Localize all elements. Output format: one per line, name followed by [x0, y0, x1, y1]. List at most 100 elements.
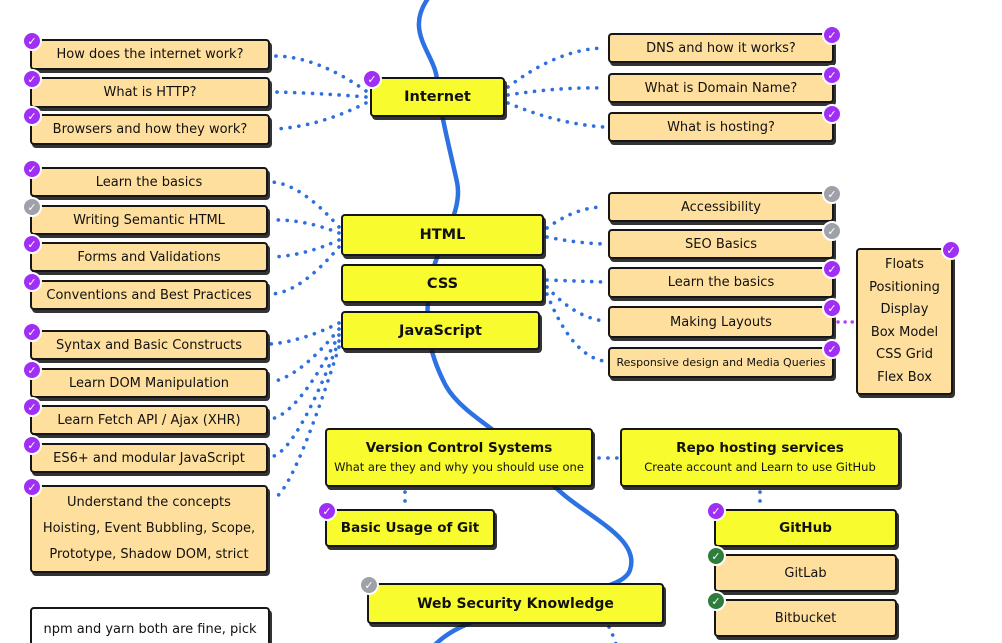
node-label: CSS	[426, 275, 459, 292]
node-label: SEO Basics	[684, 236, 758, 252]
node-label: Syntax and Basic Constructs	[56, 337, 242, 353]
check-badge-icon[interactable]	[22, 397, 42, 417]
node-basic-usage-of-git[interactable]: Basic Usage of Git	[317, 501, 495, 547]
node-what-is-hosting[interactable]: What is hosting?	[608, 104, 842, 142]
concept-flex-box: Flex Box	[877, 369, 932, 385]
node-label: Conventions and Best Practices	[46, 287, 252, 303]
check-badge-icon[interactable]	[22, 31, 42, 51]
check-badge-icon[interactable]	[822, 339, 842, 359]
check-badge-icon[interactable]	[941, 240, 961, 260]
node-repo-hosting-services[interactable]: Repo hosting services Create account and…	[620, 428, 900, 487]
node-title: Repo hosting services	[676, 439, 844, 456]
node-label: Learn the basics	[667, 275, 775, 290]
node-label: HTML	[419, 227, 466, 243]
node-label: Learn the basics	[95, 174, 203, 190]
check-badge-icon[interactable]	[822, 104, 842, 124]
node-label: Accessibility	[681, 199, 761, 215]
check-badge-icon[interactable]	[822, 25, 842, 45]
node-label: npm and yarn both are fine, pick	[43, 622, 257, 637]
node-label: GitHub	[779, 520, 832, 536]
check-badge-icon[interactable]	[822, 298, 842, 318]
node-label: Internet	[404, 89, 471, 105]
node-forms-and-validations[interactable]: Forms and Validations	[22, 234, 268, 272]
node-label: Forms and Validations	[77, 249, 221, 265]
node-label: Making Layouts	[670, 314, 772, 330]
node-accessibility[interactable]: Accessibility	[608, 184, 842, 222]
node-label: Web Security Knowledge	[417, 595, 614, 612]
node-web-security-knowledge[interactable]: Web Security Knowledge	[359, 575, 664, 624]
node-label: Responsive design and Media Queries	[616, 356, 826, 369]
node-what-is-domain-name[interactable]: What is Domain Name?	[608, 65, 842, 103]
node-learn-the-basics-html[interactable]: Learn the basics	[22, 159, 268, 197]
node-making-layouts[interactable]: Making Layouts	[608, 298, 842, 338]
check-badge-icon[interactable]	[22, 322, 42, 342]
concept-css-grid: CSS Grid	[876, 347, 933, 362]
check-badge-icon[interactable]	[706, 546, 726, 566]
node-css[interactable]: CSS	[341, 264, 544, 303]
check-badge-icon[interactable]	[22, 360, 42, 380]
node-label: JavaScript	[399, 322, 482, 339]
node-learn-fetch-api-ajax[interactable]: Learn Fetch API / Ajax (XHR)	[22, 397, 268, 435]
node-learn-dom-manipulation[interactable]: Learn DOM Manipulation	[22, 360, 268, 398]
node-gitlab[interactable]: GitLab	[706, 546, 897, 592]
concept-floats: Floats	[885, 257, 924, 272]
node-es6-modular-javascript[interactable]: ES6+ and modular JavaScript	[22, 435, 268, 473]
understand-line-2: Hoisting, Event Bubbling, Scope,	[42, 521, 256, 536]
check-badge-icon[interactable]	[822, 259, 842, 279]
check-badge-icon[interactable]	[359, 575, 379, 595]
node-title: Version Control Systems	[365, 439, 553, 456]
node-javascript[interactable]: JavaScript	[341, 311, 540, 350]
check-badge-icon[interactable]	[362, 69, 382, 89]
node-label: Learn Fetch API / Ajax (XHR)	[57, 412, 241, 428]
understand-line-1: Understand the concepts	[67, 495, 231, 510]
check-badge-icon[interactable]	[22, 159, 42, 179]
check-badge-icon[interactable]	[22, 106, 42, 126]
node-responsive-design-media-queries[interactable]: Responsive design and Media Queries	[608, 339, 842, 378]
node-css-layout-concepts[interactable]: Floats Positioning Display Box Model CSS…	[856, 240, 961, 395]
node-label: GitLab	[784, 565, 827, 581]
node-version-control-systems[interactable]: Version Control Systems What are they an…	[325, 428, 593, 487]
check-badge-icon[interactable]	[822, 184, 842, 204]
node-label: What is HTTP?	[103, 85, 197, 100]
node-label: ES6+ and modular JavaScript	[53, 450, 245, 466]
node-subtitle: What are they and why you should use one	[334, 460, 584, 475]
check-badge-icon[interactable]	[22, 197, 42, 217]
check-badge-icon[interactable]	[822, 221, 842, 241]
node-label: What is hosting?	[667, 119, 775, 135]
node-label: Learn DOM Manipulation	[68, 375, 230, 391]
node-label: Bitbucket	[774, 610, 837, 626]
node-writing-semantic-html[interactable]: Writing Semantic HTML	[22, 197, 268, 235]
node-label: What is Domain Name?	[644, 80, 798, 96]
node-understand-the-concepts[interactable]: Understand the concepts Hoisting, Event …	[22, 477, 268, 573]
node-conventions-best-practices[interactable]: Conventions and Best Practices	[22, 272, 268, 310]
node-label: DNS and how it works?	[646, 40, 796, 56]
check-badge-icon[interactable]	[22, 69, 42, 89]
check-badge-icon[interactable]	[22, 234, 42, 254]
node-what-is-http[interactable]: What is HTTP?	[22, 69, 270, 108]
check-badge-icon[interactable]	[822, 65, 842, 85]
check-badge-icon[interactable]	[22, 477, 42, 497]
node-bitbucket[interactable]: Bitbucket	[706, 591, 897, 637]
node-learn-the-basics-css[interactable]: Learn the basics	[608, 259, 842, 298]
understand-line-3: Prototype, Shadow DOM, strict	[49, 547, 249, 562]
node-browsers-how-they-work[interactable]: Browsers and how they work?	[22, 106, 270, 145]
node-github[interactable]: GitHub	[706, 501, 897, 547]
check-badge-icon[interactable]	[706, 501, 726, 521]
node-internet[interactable]: Internet	[362, 69, 505, 117]
node-dns-how-it-works[interactable]: DNS and how it works?	[608, 25, 842, 63]
node-how-does-the-internet-work[interactable]: How does the internet work?	[22, 31, 270, 70]
node-npm-yarn-note[interactable]: npm and yarn both are fine, pick	[30, 607, 270, 643]
check-badge-icon[interactable]	[22, 435, 42, 455]
node-syntax-basic-constructs[interactable]: Syntax and Basic Constructs	[22, 322, 268, 360]
node-label: Writing Semantic HTML	[73, 212, 225, 228]
node-html[interactable]: HTML	[341, 214, 544, 256]
check-badge-icon[interactable]	[706, 591, 726, 611]
node-seo-basics[interactable]: SEO Basics	[608, 221, 842, 259]
concept-display: Display	[880, 302, 929, 317]
check-badge-icon[interactable]	[317, 501, 337, 521]
concept-positioning: Positioning	[869, 279, 940, 295]
node-subtitle: Create account and Learn to use GitHub	[644, 460, 876, 475]
check-badge-icon[interactable]	[22, 272, 42, 292]
concept-box-model: Box Model	[870, 324, 939, 340]
